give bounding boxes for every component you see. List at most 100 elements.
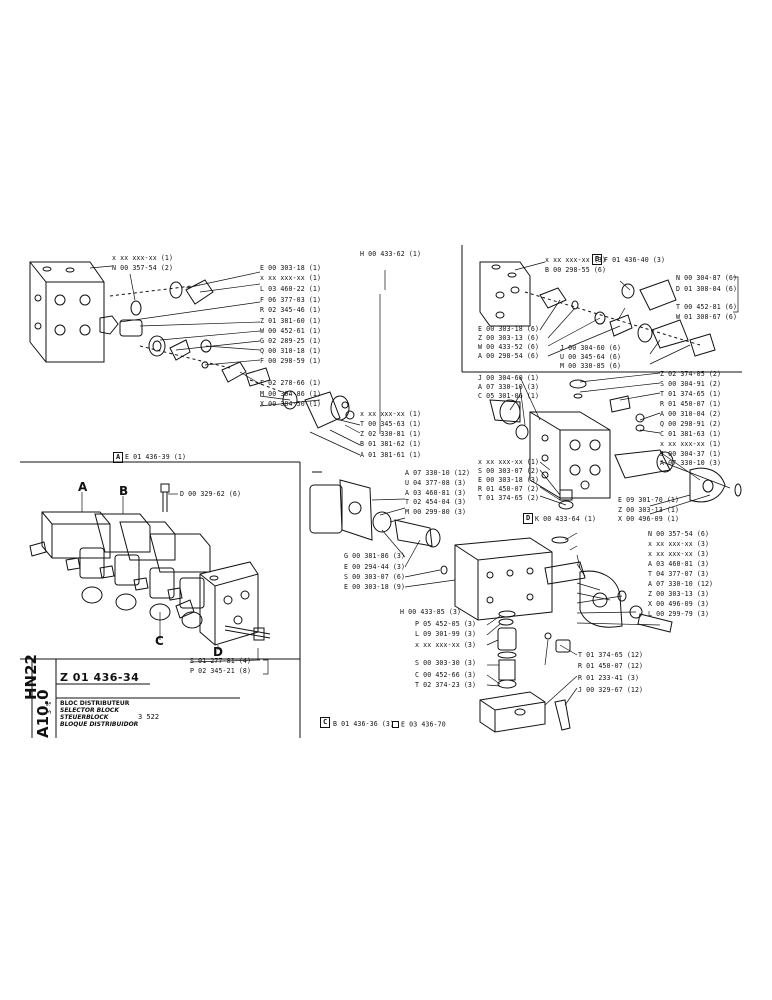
part-label: x xx xxx-xx (3) <box>545 256 607 264</box>
part-label: A 07 330-10 (3) <box>478 383 540 391</box>
part-label: F 00 298-59 (1) <box>260 357 322 365</box>
part-label: T 01 374-65 (12) <box>578 651 644 659</box>
part-number: Z 01 436-34 <box>60 671 140 684</box>
part-label: A 00 298-54 (6) <box>478 352 540 360</box>
ref-letter: D <box>526 514 531 522</box>
part-label: F 02 278-66 (1) <box>260 379 322 387</box>
reference-box-d: D <box>523 513 534 524</box>
part-label: L 03 460-22 (1) <box>260 285 322 293</box>
reference-box-c: C <box>320 717 331 728</box>
part-label: Z 00 303-13 (6) <box>478 334 540 342</box>
block-c-drawing <box>309 471 673 733</box>
part-label: T 01 374-65 (1) <box>660 390 722 398</box>
title-en: SELECTOR BLOCK <box>60 707 119 714</box>
part-label: E 00 303-18 (9) <box>344 583 406 591</box>
part-label: x xx xxx-xx (1) <box>112 254 174 262</box>
part-label: E 00 294-44 (3) <box>344 563 406 571</box>
block-a-drawing <box>29 261 105 363</box>
part-label: W 00 452-61 (1) <box>260 327 322 335</box>
part-label: x xx xxx-xx (3) <box>415 641 477 649</box>
part-label: E 09 301-70 (1) <box>618 496 680 504</box>
ref-box-part: B 01 436-36 (3) <box>333 720 395 728</box>
assembly-drawing <box>29 483 271 646</box>
position-letter-d: D <box>213 645 223 659</box>
part-label: C 01 381-63 (1) <box>660 430 722 438</box>
part-label: M 00 299-80 (3) <box>405 508 467 516</box>
part-label: Z 02 374-05 (2) <box>660 370 722 378</box>
part-label: L 09 301-99 (3) <box>415 630 477 638</box>
position-letter-c: C <box>155 634 164 648</box>
ref-letter: A <box>116 453 121 461</box>
part-label: x xx xxx-xx (3) <box>648 540 710 548</box>
part-label: B 00 298-55 (6) <box>545 266 607 274</box>
part-label: X 00 496-09 (1) <box>618 515 680 523</box>
part-label: A 07 330-10 (12) <box>405 469 471 477</box>
part-label: x xx xxx-xx (1) <box>660 440 722 448</box>
reference-box-a: A <box>113 452 124 463</box>
part-label: H 00 433-85 (3) <box>400 608 462 616</box>
part-label: A 01 381-61 (1) <box>360 451 422 459</box>
ref-box-note: E 03 436-70 <box>392 721 446 729</box>
part-label: A 03 460-81 (3) <box>648 560 710 568</box>
title-de: STEUERBLOCK <box>60 714 109 721</box>
part-label: A 07 330-10 (12) <box>648 580 714 588</box>
part-label: x xx xxx-xx (1) <box>260 274 322 282</box>
part-label: G 00 381-86 (3) <box>344 552 406 560</box>
part-label: T 02 374-23 (3) <box>415 681 477 689</box>
part-label: T 01 374-65 (2) <box>478 494 540 502</box>
part-label: W 00 433-52 (6) <box>478 343 540 351</box>
part-label: S 01 277-81 (4) <box>190 657 252 665</box>
block-d-drawing <box>489 379 742 510</box>
part-label: E 00 303-18 (1) <box>260 264 322 272</box>
part-label: S 00 303-30 (3) <box>415 659 477 667</box>
ref-box-part: E 01 436-39 (1) <box>125 453 187 461</box>
part-label: P 02 345-21 (8) <box>190 667 252 675</box>
part-label: N 00 304-87 (6) <box>676 274 738 282</box>
ref-letter: C <box>323 718 328 726</box>
part-label: A 00 310-04 (2) <box>660 410 722 418</box>
square-marker-icon <box>392 721 399 728</box>
part-label: J 00 304-37 (1) <box>660 450 722 458</box>
part-label: E 00 303-18 (3) <box>478 476 540 484</box>
part-label: T 00 452-81 (6) <box>676 303 738 311</box>
part-label: R 01 450-07 (12) <box>578 662 644 670</box>
part-label: L 00 299-79 (3) <box>648 610 710 618</box>
part-label: R 01 233-41 (3) <box>578 674 640 682</box>
part-label: N 00 357-54 (6) <box>648 530 710 538</box>
part-label: R 01 450-07 (1) <box>660 400 722 408</box>
part-label: X 00 304-50 (1) <box>260 400 322 408</box>
part-label: R 02 345-46 (1) <box>260 306 322 314</box>
part-label: Q 00 298-91 (2) <box>660 420 722 428</box>
part-label: Z 02 330-81 (1) <box>360 430 422 438</box>
part-label: M 00 304-86 (1) <box>260 390 322 398</box>
part-label: Z 00 303-13 (3) <box>648 590 710 598</box>
part-label: W 01 308-67 (6) <box>676 313 738 321</box>
part-label: P 05 452-05 (3) <box>415 620 477 628</box>
part-label: H 00 433-62 (1) <box>360 250 422 258</box>
part-label: U 04 377-08 (3) <box>405 479 467 487</box>
part-label: Z 00 303-13 (1) <box>618 506 680 514</box>
part-label: J 00 329-67 (12) <box>578 686 644 694</box>
part-label: T 02 454-04 (3) <box>405 498 467 506</box>
sheet-mark: 3 % <box>45 701 53 714</box>
part-label: A 03 460-81 (3) <box>405 489 467 497</box>
part-label: Q 00 310-18 (1) <box>260 347 322 355</box>
part-label: S 00 303-07 (6) <box>344 573 406 581</box>
part-label: D 01 308-04 (6) <box>676 285 738 293</box>
part-label: B 01 381-62 (1) <box>360 440 422 448</box>
part-label: S 00 304-91 (2) <box>660 380 722 388</box>
note-text: E 03 436-70 <box>401 720 446 729</box>
part-label: G 02 289-25 (1) <box>260 337 322 345</box>
part-label: E 00 303-18 (6) <box>478 325 540 333</box>
part-label: T 04 377-07 (3) <box>648 570 710 578</box>
part-label: R 01 450-07 (2) <box>478 485 540 493</box>
part-label: D 00 329-62 (6) <box>180 490 242 498</box>
part-label: Z 01 381-60 (1) <box>260 317 322 325</box>
part-label: T 00 345-63 (1) <box>360 420 422 428</box>
part-label: J 00 304-60 (6) <box>560 344 622 352</box>
part-label: A 07 330-10 (3) <box>660 459 722 467</box>
part-label: U 00 345-64 (6) <box>560 353 622 361</box>
part-label: M 00 330-85 (6) <box>560 362 622 370</box>
